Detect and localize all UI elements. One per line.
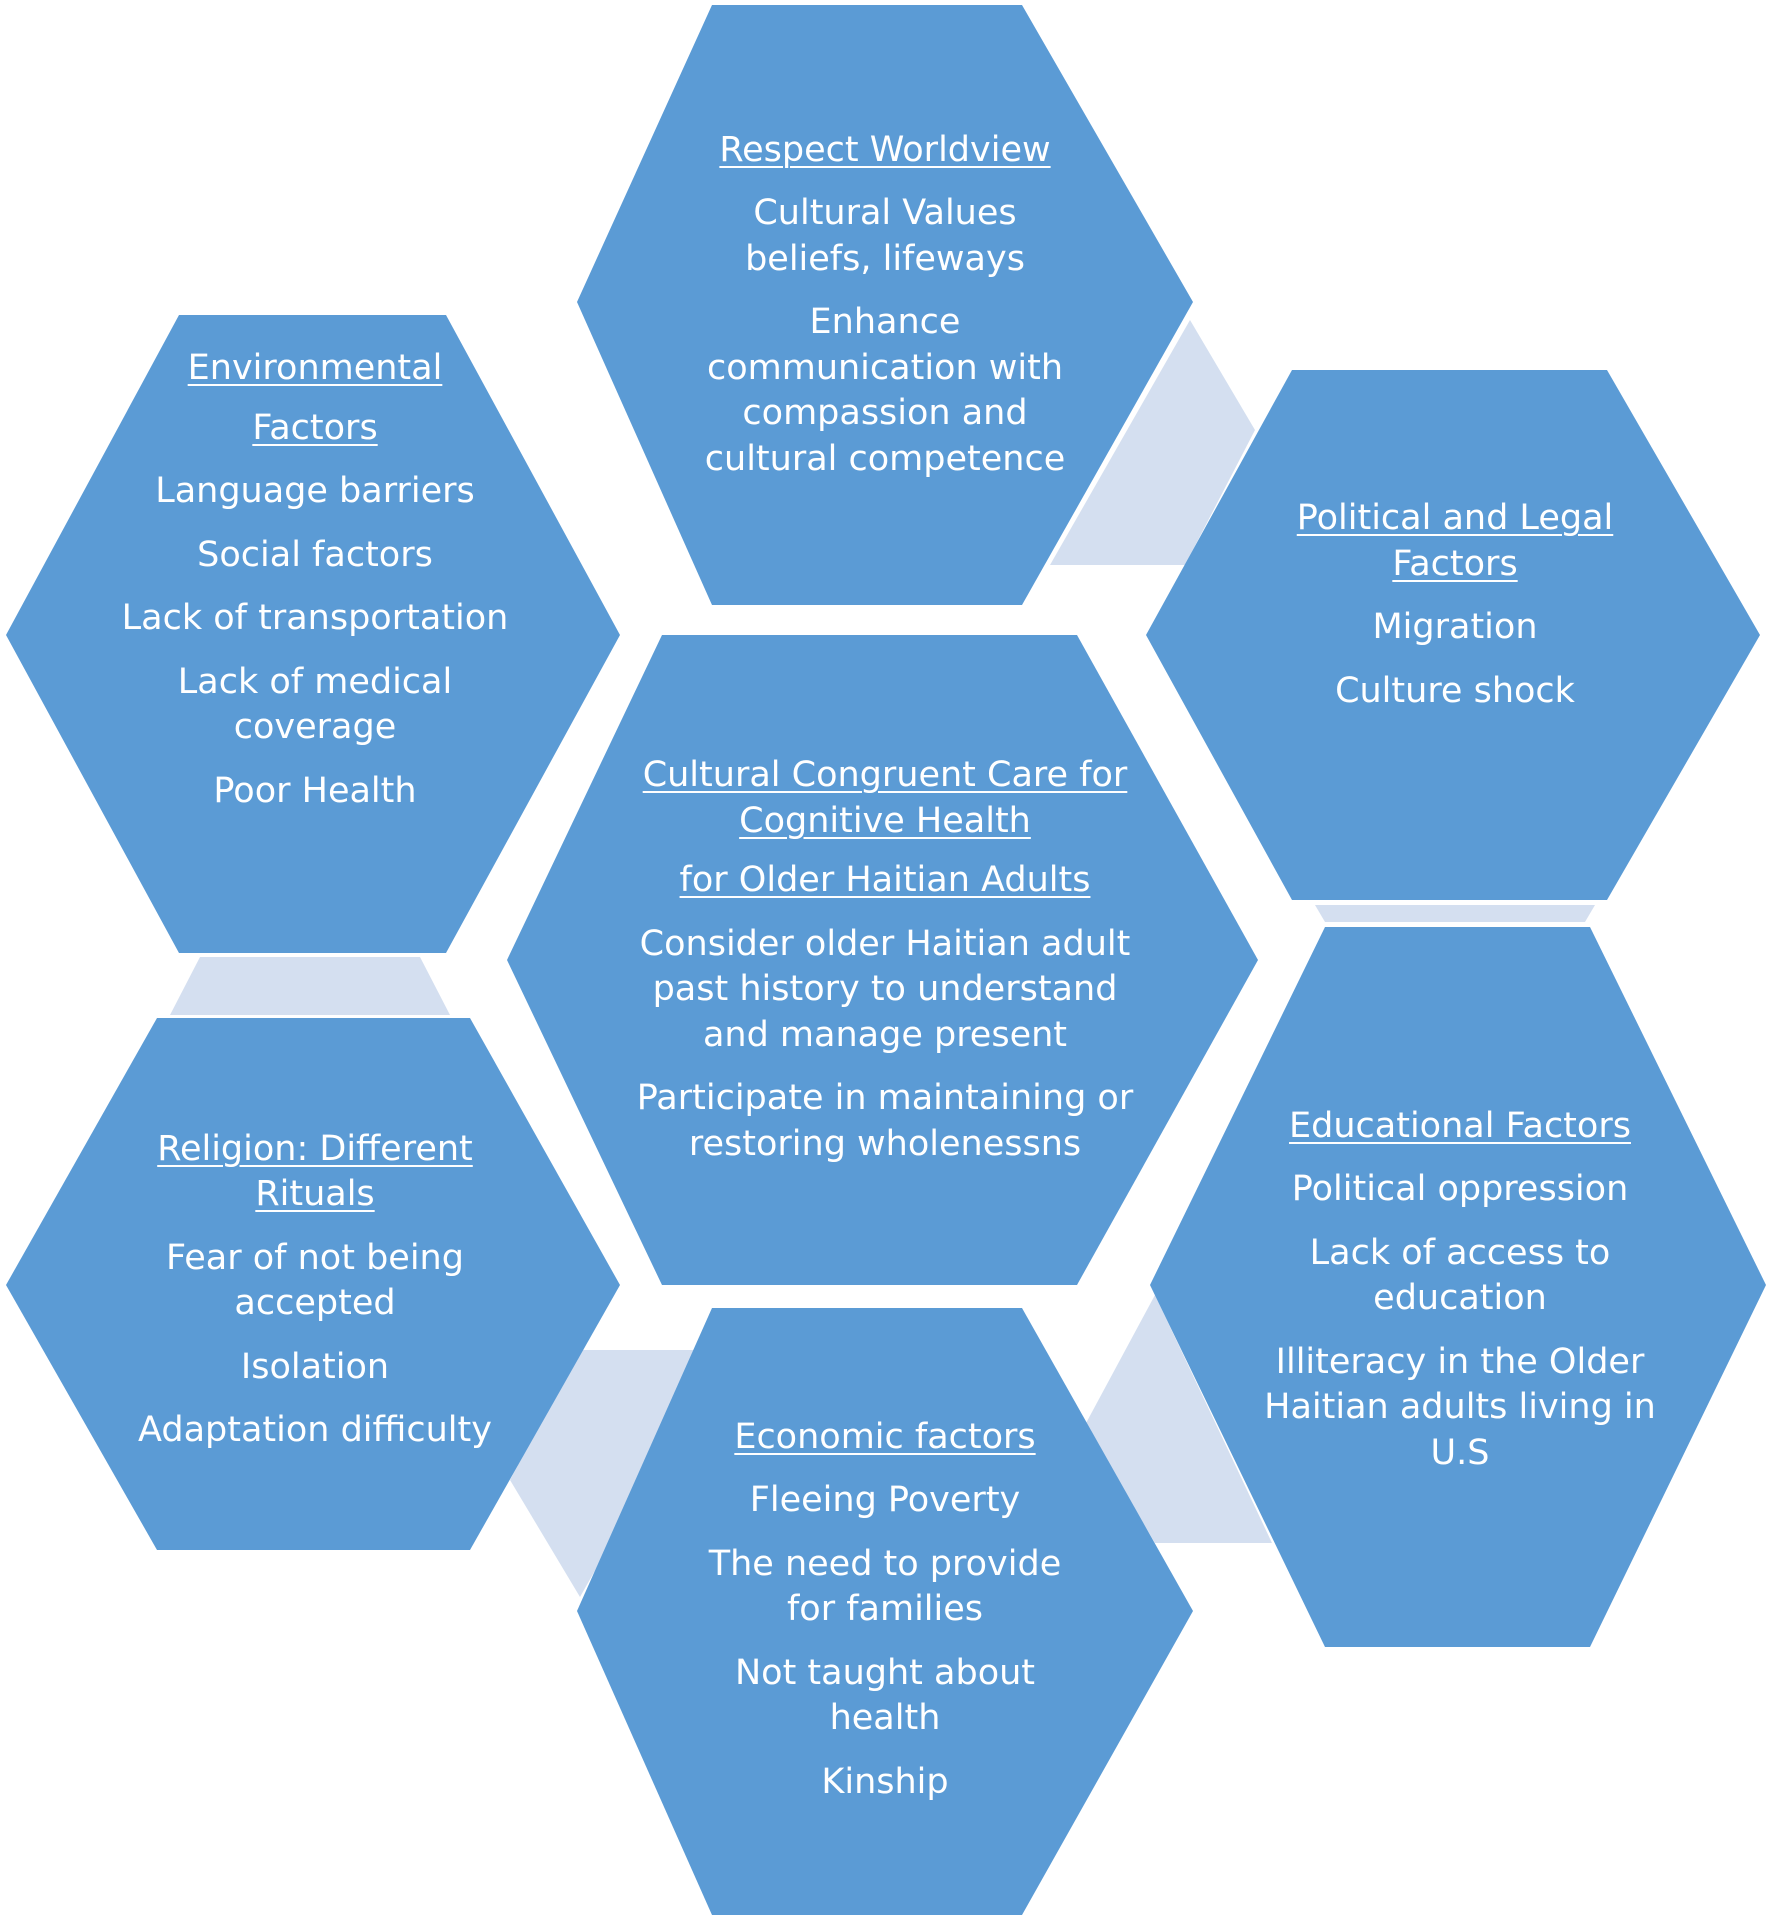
hexagon-line: Kinship [821, 1761, 949, 1802]
hexagon-bottom [577, 1308, 1193, 1915]
hexagon-line: Enhance communication with compassion an… [704, 302, 1066, 479]
hexagon-line: Social factors [197, 534, 433, 575]
connector-top-right-to-bottom-right [1315, 905, 1595, 922]
connector-top-to-top-right [1050, 320, 1255, 565]
hexagon-line: Lack of medical coverage [177, 661, 453, 748]
hexagon-title: Political and Legal Factors [1296, 498, 1614, 584]
hexagon-line: Fear of not being accepted [166, 1237, 464, 1324]
hexagon-line: The need to provide for families [708, 1543, 1062, 1630]
hexagon-top-left [6, 315, 620, 953]
hexagon-line: Participate in maintaining or restoring … [636, 1078, 1134, 1164]
hexagon-line: Culture shock [1335, 670, 1575, 711]
hexagon-line: Poor Health [213, 770, 417, 811]
hexagon-bottom-right [1150, 927, 1766, 1647]
hexagon-line: Not taught about health [734, 1652, 1036, 1739]
hexagon-line: Isolation [240, 1346, 390, 1387]
hexagon-line: Fleeing Poverty [749, 1480, 1021, 1521]
hexagon-bottom-left [6, 1018, 620, 1550]
hexagon-top-right [1146, 370, 1760, 900]
connector-bottom-left-to-top-left [170, 957, 450, 1015]
hexagon-title: Educational Factors [1289, 1105, 1631, 1146]
hexagon-line: Political oppression [1291, 1169, 1629, 1210]
hexagon-title: Environmental [187, 348, 443, 388]
hexagon-title: Economic factors [734, 1416, 1036, 1457]
hexagon-line: Cultural Values beliefs, lifeways [745, 193, 1025, 279]
hexagon-center-text: Cultural Congruent Care for Cognitive He… [630, 740, 1140, 1180]
hexagon-center [507, 635, 1258, 1285]
hexagon-title: for Older Haitian Adults [679, 860, 1091, 900]
hexagon-line: Lack of access to education [1309, 1232, 1611, 1319]
hexagon-line: Consider older Haitian adult past histor… [639, 923, 1131, 1055]
connector-bottom-right-to-bottom [1085, 1295, 1272, 1543]
hexagon-line: Lack of transportation [121, 598, 509, 638]
hexagon-line: Language barriers [155, 471, 475, 511]
hexagon-top [577, 5, 1193, 605]
hexagon-line: Migration [1372, 607, 1538, 647]
hexagon-title: Religion: Different Rituals [157, 1128, 473, 1215]
hexagon-title: Factors [252, 407, 378, 448]
hexagon-title: Respect Worldview [719, 129, 1051, 170]
hexagon-line: Adaptation difficulty [138, 1410, 492, 1450]
hexagon-line: Illiteracy in the Older Haitian adults l… [1264, 1341, 1656, 1473]
hexagon-title: Cultural Congruent Care for Cognitive He… [642, 755, 1128, 841]
